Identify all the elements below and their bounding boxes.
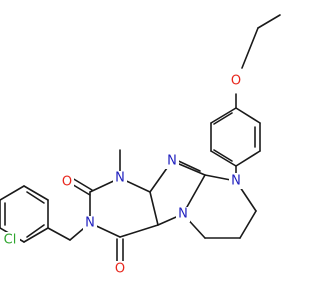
benzyl-nitrogen-label: N bbox=[85, 216, 95, 231]
ethoxy-group bbox=[235, 14, 281, 109]
bridge-nitrogen-label: N bbox=[178, 207, 188, 222]
chlorine-label: Cl bbox=[4, 233, 17, 248]
imine-nitrogen-label: N bbox=[167, 154, 177, 169]
aryl-nitrogen-label: N bbox=[231, 174, 241, 189]
atom-labels: O N N N O O N N Cl bbox=[0, 72, 243, 277]
tetrahydropyrimidine-ring bbox=[182, 174, 257, 239]
upper-carbonyl-oxygen-label: O bbox=[62, 175, 72, 190]
methyl-nitrogen-label: N bbox=[115, 171, 125, 186]
structure-canvas: O N N N O O N N Cl bbox=[0, 14, 281, 277]
molecule-diagram: O N N N O O N N Cl bbox=[0, 14, 281, 277]
pyrimidinedione-ring bbox=[69, 149, 159, 267]
ethoxyphenyl-ring bbox=[210, 107, 261, 182]
lower-carbonyl-oxygen-label: O bbox=[115, 262, 125, 277]
ether-oxygen-label: O bbox=[231, 74, 241, 89]
